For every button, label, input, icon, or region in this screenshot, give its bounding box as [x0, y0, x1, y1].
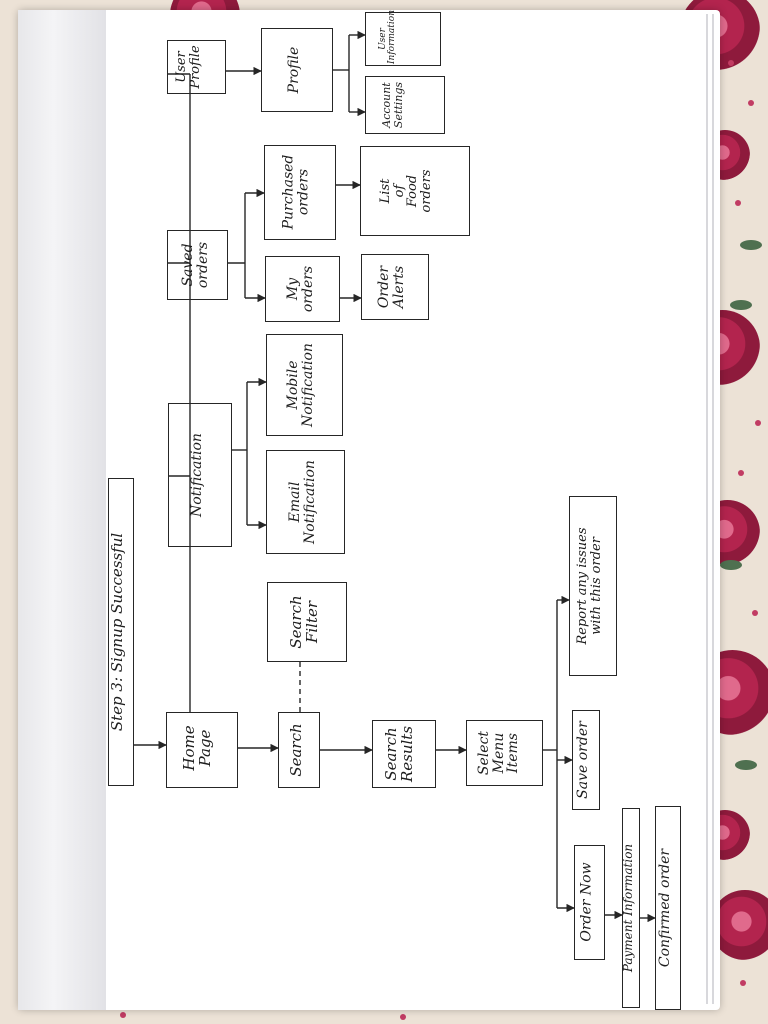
- my-orders-box: [265, 256, 340, 322]
- dot-pattern: [740, 980, 746, 986]
- notification-box: [168, 403, 232, 547]
- dot-pattern: [755, 420, 761, 426]
- list-of-food-orders-box: [360, 146, 470, 236]
- step-title-box: [108, 478, 134, 786]
- leaf-pattern: [740, 240, 762, 250]
- save-order-box: [572, 710, 600, 810]
- payment-information-box: [622, 808, 640, 1008]
- page-edge: [712, 14, 714, 1004]
- step-title: Step 3: Signup Successful: [108, 532, 126, 732]
- notification-label: Notification: [189, 433, 205, 517]
- report-issues-label: Report any issues with this order: [575, 527, 604, 645]
- search-filter-box: [267, 582, 347, 662]
- mobile-notification-label: Mobile Notification: [285, 343, 316, 427]
- order-now-label: Order Now: [578, 862, 595, 942]
- dot-pattern: [728, 60, 734, 66]
- leaf-pattern: [735, 760, 757, 770]
- dot-pattern: [748, 100, 754, 106]
- page-edge: [706, 14, 708, 1004]
- leaf-pattern: [720, 560, 742, 570]
- report-issues-box: [569, 496, 617, 676]
- list-of-food-orders-label: List of Food orders: [378, 169, 434, 213]
- notebook-binding: [18, 10, 106, 1010]
- payment-information-label: Payment Information: [621, 843, 635, 973]
- search-results-box: [372, 720, 436, 788]
- confirmed-order-box: [655, 806, 681, 1010]
- search-box: [278, 712, 320, 788]
- select-menu-items-label: Select Menu Items: [476, 730, 522, 776]
- my-orders-label: My orders: [285, 265, 316, 313]
- user-information-label: User Information: [378, 9, 398, 64]
- dot-pattern: [738, 470, 744, 476]
- saved-orders-box: [167, 230, 228, 300]
- search-label: Search: [287, 723, 305, 777]
- mobile-notification-box: [266, 334, 343, 436]
- order-now-box: [574, 845, 605, 960]
- profile-box: [261, 28, 333, 112]
- account-settings-box: [365, 76, 445, 134]
- save-order-label: Save order: [575, 721, 591, 799]
- order-alerts-label: Order Alerts: [376, 265, 407, 309]
- saved-orders-label: Saved orders: [180, 241, 211, 289]
- email-notification-label: Email Notification: [287, 460, 318, 544]
- purchased-orders-label: Purchased orders: [280, 154, 312, 230]
- dot-pattern: [752, 610, 758, 616]
- dot-pattern: [120, 1012, 126, 1018]
- profile-label: Profile: [286, 46, 302, 94]
- order-alerts-box: [361, 254, 429, 320]
- user-information-box: [365, 12, 441, 66]
- search-filter-label: Search Filter: [287, 595, 321, 649]
- home-page-box: [166, 712, 238, 788]
- account-settings-label: Account Settings: [380, 81, 405, 129]
- home-page-label: Home Page: [180, 725, 214, 771]
- purchased-orders-box: [264, 145, 336, 240]
- dot-pattern: [400, 1014, 406, 1020]
- search-results-label: Search Results: [382, 725, 416, 783]
- leaf-pattern: [730, 300, 752, 310]
- confirmed-order-label: Confirmed order: [657, 848, 673, 968]
- user-profile-box: [167, 40, 226, 94]
- select-menu-items-box: [466, 720, 543, 786]
- dot-pattern: [735, 200, 741, 206]
- user-profile-label: User Profile: [174, 45, 203, 89]
- email-notification-box: [266, 450, 345, 554]
- notebook-page: [18, 10, 720, 1010]
